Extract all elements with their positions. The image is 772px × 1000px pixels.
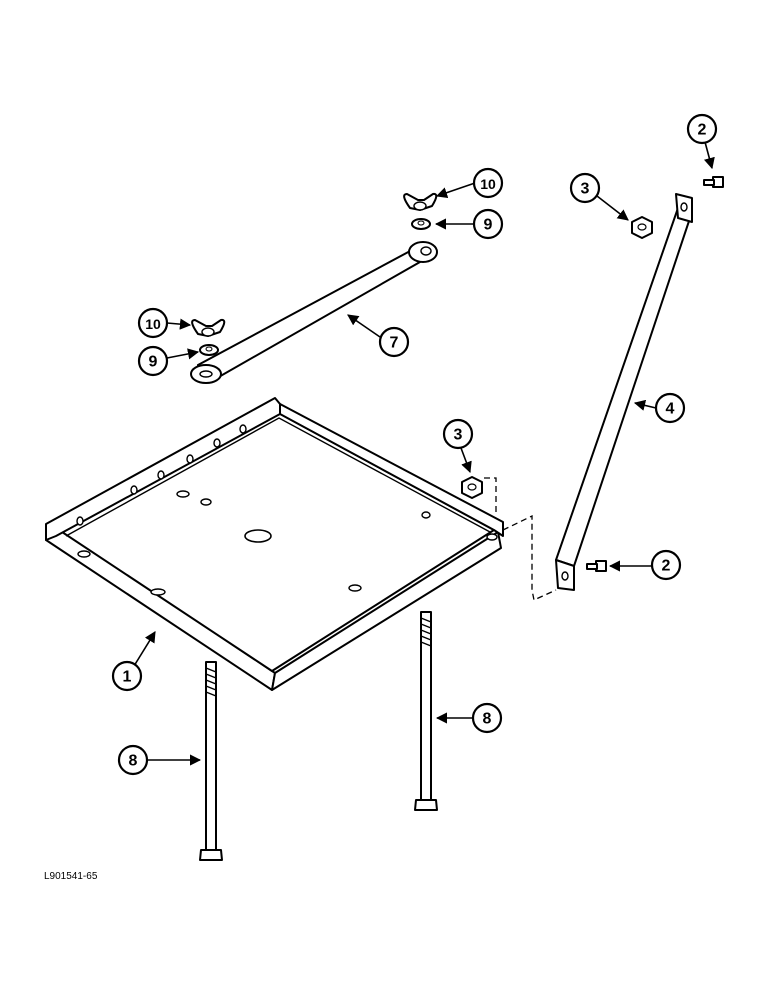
callout-7: 7 xyxy=(378,326,410,358)
callout-3-top: 3 xyxy=(569,172,601,204)
screw-bottom-right xyxy=(586,560,607,572)
callout-4-label: 4 xyxy=(666,401,675,418)
callout-2-bottom-label: 2 xyxy=(662,558,671,575)
callout-9-left-label: 9 xyxy=(149,354,158,371)
callout-1-label: 1 xyxy=(123,669,132,686)
callout-2-bottom: 2 xyxy=(650,549,682,581)
callout-10-top-label: 10 xyxy=(480,176,496,192)
callout-2-top: 2 xyxy=(686,113,718,145)
callout-7-label: 7 xyxy=(390,335,399,352)
wing-nut-left xyxy=(191,318,226,337)
callout-9-top-label: 9 xyxy=(484,217,493,234)
callout-10-top: 10 xyxy=(472,167,504,199)
nut-top xyxy=(631,216,653,239)
callout-3-top-label: 3 xyxy=(581,181,590,198)
callout-1: 1 xyxy=(111,660,143,692)
leader-lines xyxy=(133,141,715,766)
alignment-lines xyxy=(484,477,557,601)
rod-part xyxy=(190,241,438,384)
callout-9-left: 9 xyxy=(137,345,169,377)
wing-nut-top xyxy=(403,192,438,211)
screw-top-right xyxy=(703,176,724,188)
callout-10-left: 10 xyxy=(137,307,169,339)
long-bolt-left xyxy=(199,661,223,861)
callout-10-left-label: 10 xyxy=(145,316,161,332)
figure-reference-code: L901541-65 xyxy=(44,871,98,882)
callout-3-tray-label: 3 xyxy=(454,427,463,444)
callout-8-right: 8 xyxy=(471,702,503,734)
callout-3-tray: 3 xyxy=(442,418,474,450)
long-bolt-right xyxy=(414,611,438,811)
brace-part xyxy=(555,193,693,591)
callout-2-top-label: 2 xyxy=(698,122,707,139)
callout-8-left-label: 8 xyxy=(129,753,138,770)
washer-top xyxy=(411,218,431,230)
callout-8-left: 8 xyxy=(117,744,149,776)
callout-4: 4 xyxy=(654,392,686,424)
callout-8-right-label: 8 xyxy=(483,711,492,728)
tray-part xyxy=(45,397,504,691)
washer-left xyxy=(199,344,219,356)
callout-9-top: 9 xyxy=(472,208,504,240)
nut-tray xyxy=(461,476,483,499)
